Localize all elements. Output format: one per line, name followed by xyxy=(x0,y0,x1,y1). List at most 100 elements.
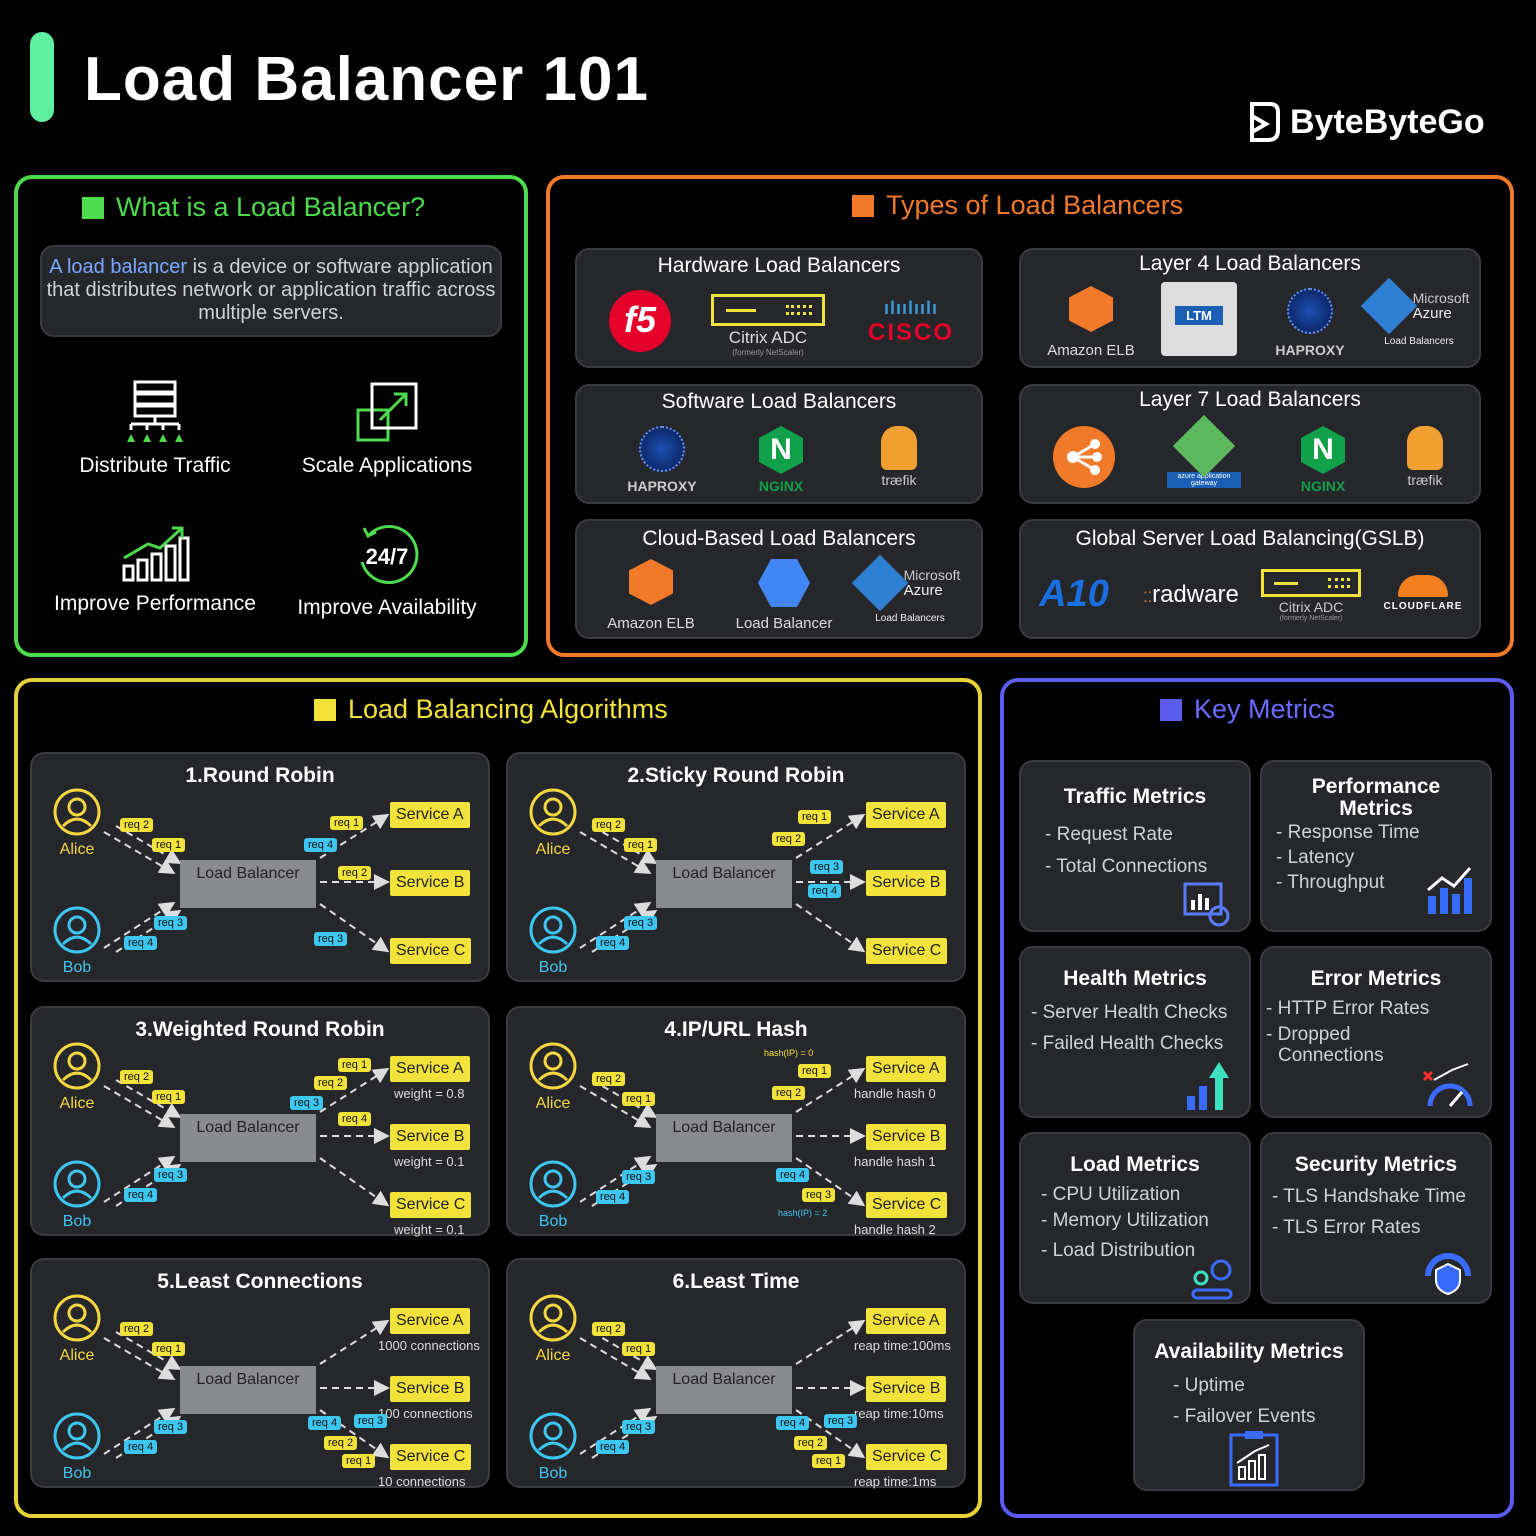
service-b: Service B xyxy=(390,1124,471,1150)
card-title: Layer 4 Load Balancers xyxy=(1139,252,1361,275)
gear-icon xyxy=(1191,1259,1233,1300)
user-bob: Bob xyxy=(528,1160,578,1231)
service-c: Service C xyxy=(866,1444,948,1470)
request-tag: req 3 xyxy=(290,1096,324,1110)
f5-logo: f5 xyxy=(609,290,671,352)
orange-square-icon xyxy=(852,194,874,217)
request-tag: req 4 xyxy=(304,838,338,852)
definition-highlight: A load balancer xyxy=(49,256,188,278)
service-note: 10 connections xyxy=(378,1474,466,1489)
request-tag: req 2 xyxy=(772,832,806,846)
service-a: Service A xyxy=(866,1056,946,1082)
haproxy-logo: HAPROXY xyxy=(1265,288,1355,358)
availability-metrics-card: Availability Metrics - Uptime - Failover… xyxy=(1133,1319,1365,1491)
benefit-availability: 24/7 Improve Availability xyxy=(267,522,507,620)
metric-item: - TLS Handshake Time xyxy=(1272,1186,1466,1207)
benefit-label: Scale Applications xyxy=(301,454,473,477)
user-icon xyxy=(53,1042,101,1090)
metric-item: - Failover Events xyxy=(1173,1406,1316,1427)
metric-item: - Throughput xyxy=(1276,872,1385,893)
title-accent-bar xyxy=(30,32,54,122)
request-tag: req 4 xyxy=(808,884,842,898)
request-tag: req 4 xyxy=(124,936,158,950)
request-tag: req 2 xyxy=(772,1086,806,1100)
load-balancer-box: Load Balancer xyxy=(656,1114,792,1162)
request-tag: req 1 xyxy=(622,1092,656,1106)
clock-badge-text: 24/7 xyxy=(366,544,409,569)
definition-text: is a device or software application that… xyxy=(46,256,496,324)
service-note: weight = 0.8 xyxy=(394,1086,465,1101)
user-icon xyxy=(53,1160,101,1208)
citrix-adc-logo: Citrix ADC (formerly NetScaler) xyxy=(707,294,829,357)
f5-ltm-logo: LTM xyxy=(1161,282,1237,356)
user-icon xyxy=(53,788,101,836)
card-title: Hardware Load Balancers xyxy=(657,254,901,277)
throughput-chart-icon xyxy=(1427,867,1472,914)
aws-alb-icon xyxy=(1053,426,1115,488)
error-gauge-icon xyxy=(1422,1063,1473,1107)
request-tag: req 3 xyxy=(154,1420,188,1434)
service-a: Service A xyxy=(866,1308,946,1334)
metric-item: - Failed Health Checks xyxy=(1031,1033,1224,1054)
service-b: Service B xyxy=(866,870,947,896)
algorithms-section xyxy=(14,678,982,1518)
user-alice: Alice xyxy=(52,1042,102,1113)
service-b: Service B xyxy=(390,870,471,896)
ltm-appliance-icon: LTM xyxy=(1161,282,1237,356)
user-icon xyxy=(529,1042,577,1090)
card-title: 5.Least Connections xyxy=(157,1270,363,1293)
cloud-lb-card: Cloud-Based Load Balancers Amazon ELB Lo… xyxy=(575,519,983,639)
user-alice: Alice xyxy=(52,788,102,859)
request-tag: req 3 xyxy=(624,916,658,930)
aws-elb-icon xyxy=(629,559,673,605)
cloudflare-logo: CLOUDFLARE xyxy=(1371,575,1475,612)
card-title: Cloud-Based Load Balancers xyxy=(642,527,916,550)
card-title: Availability Metrics xyxy=(1154,1340,1344,1363)
growth-chart-icon xyxy=(122,526,190,582)
load-balancer-box: Load Balancer xyxy=(656,1366,792,1414)
azure-lb-icon xyxy=(1360,277,1417,335)
request-tag: req 4 xyxy=(124,1188,158,1202)
service-c: Service C xyxy=(866,938,948,964)
error-metrics-card: Error Metrics - HTTP Error Rates - Dropp… xyxy=(1260,946,1492,1118)
request-tag: req 3 xyxy=(622,1170,656,1184)
user-alice: Alice xyxy=(528,1294,578,1365)
metric-item: - CPU Utilization xyxy=(1041,1184,1181,1205)
load-balancer-box: Load Balancer xyxy=(656,860,792,908)
request-tag: req 2 xyxy=(592,818,626,832)
gcp-lb-icon xyxy=(758,559,810,607)
service-b: Service B xyxy=(866,1376,947,1402)
request-tag: req 4 xyxy=(596,1440,630,1454)
service-note: handle hash 0 xyxy=(854,1086,936,1101)
layer7-lb-card: Layer 7 Load Balancers azure application… xyxy=(1019,384,1481,504)
nginx-logo: N NGINX xyxy=(1283,426,1363,494)
user-bob: Bob xyxy=(52,906,102,977)
brand-logo: ByteByteGo xyxy=(1246,100,1485,144)
service-a: Service A xyxy=(390,1308,470,1334)
green-square-icon xyxy=(82,196,104,219)
card-title: Traffic Metrics xyxy=(1063,785,1207,808)
traffic-metrics-card: Traffic Metrics - Request Rate - Total C… xyxy=(1019,760,1251,932)
appliance-icon xyxy=(1261,569,1361,597)
load-balancer-box: Load Balancer xyxy=(180,1114,316,1162)
clock-24-7-icon: 24/7 xyxy=(360,525,419,584)
amazon-elb-logo: Amazon ELB xyxy=(599,559,703,632)
benefit-label: Improve Performance xyxy=(54,592,256,615)
request-tag: req 1 xyxy=(330,816,364,830)
user-alice: Alice xyxy=(528,1042,578,1113)
service-note: reap time:10ms xyxy=(854,1406,944,1421)
card-title: 2.Sticky Round Robin xyxy=(627,764,845,787)
metric-item: - Dropped xyxy=(1266,1024,1351,1045)
service-b: Service B xyxy=(390,1376,471,1402)
nginx-n-icon: N xyxy=(759,426,803,474)
aws-elb-icon xyxy=(1069,286,1113,332)
definition-card: A load balancer is a device or software … xyxy=(40,245,502,337)
clipboard-chart-icon xyxy=(1229,1431,1279,1487)
request-tag: req 4 xyxy=(596,936,630,950)
user-bob: Bob xyxy=(52,1412,102,1483)
haproxy-logo: HAPROXY xyxy=(617,426,707,494)
request-tag: req 3 xyxy=(824,1414,858,1428)
